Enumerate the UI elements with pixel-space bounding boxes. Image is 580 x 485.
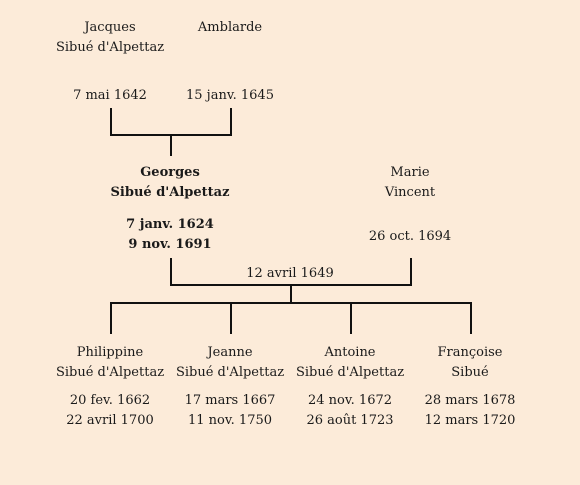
child-birth: 17 mars 1667 bbox=[184, 393, 276, 408]
spouse-date: 26 oct. 1694 bbox=[368, 229, 452, 244]
child-birth: 24 nov. 1672 bbox=[307, 393, 393, 408]
spouse: Marie Vincent 26 oct. 1694 bbox=[340, 163, 480, 247]
main-person: Georges Sibué d'Alpettaz 7 janv. 1624 9 … bbox=[100, 163, 240, 255]
child-death: 11 nov. 1750 bbox=[187, 413, 273, 428]
child-4: Françoise Sibué 28 mars 1678 12 mars 172… bbox=[400, 343, 540, 431]
spouse-name-line1: Marie bbox=[390, 165, 430, 180]
main-person-name-line2: Sibué d'Alpettaz bbox=[110, 185, 230, 200]
child-death: 26 août 1723 bbox=[306, 413, 394, 428]
child-death: 12 mars 1720 bbox=[424, 413, 516, 428]
grandparents-to-main-line bbox=[170, 134, 172, 156]
grandmother-drop-line bbox=[230, 108, 232, 136]
main-person-name-line1: Georges bbox=[140, 165, 200, 180]
grandmother-date: 15 janv. 1645 bbox=[186, 88, 274, 103]
grandfather-date: 7 mai 1642 bbox=[73, 88, 147, 103]
grandfather-name-line1: Jacques bbox=[84, 20, 136, 35]
main-person-birth: 7 janv. 1624 bbox=[126, 217, 214, 232]
child-name-line2: Sibué d'Alpettaz bbox=[295, 365, 405, 380]
child-1-drop-line bbox=[110, 302, 112, 334]
child-2-drop-line bbox=[230, 302, 232, 334]
child-name-line2: Sibué d'Alpettaz bbox=[55, 365, 165, 380]
child-name-line1: Françoise bbox=[437, 345, 503, 360]
grandfather: Jacques Sibué d'Alpettaz 7 mai 1642 bbox=[40, 18, 180, 106]
spouse-drop-line bbox=[410, 258, 412, 286]
child-birth: 28 mars 1678 bbox=[424, 393, 516, 408]
child-2: Jeanne Sibué d'Alpettaz 17 mars 1667 11 … bbox=[160, 343, 300, 431]
grandmother-name-line2 bbox=[160, 38, 300, 58]
child-name-line2: Sibué bbox=[451, 365, 489, 380]
child-4-drop-line bbox=[470, 302, 472, 334]
marriage-date: 12 avril 1649 bbox=[246, 266, 334, 281]
child-name-line1: Antoine bbox=[324, 345, 376, 360]
grandfather-drop-line bbox=[110, 108, 112, 136]
main-person-death: 9 nov. 1691 bbox=[128, 237, 212, 252]
main-drop-line bbox=[170, 258, 172, 286]
child-name-line2: Sibué d'Alpettaz bbox=[175, 365, 285, 380]
child-1: Philippine Sibué d'Alpettaz 20 fev. 1662… bbox=[40, 343, 180, 431]
child-death: 22 avril 1700 bbox=[66, 413, 154, 428]
grandmother: Amblarde 15 janv. 1645 bbox=[160, 18, 300, 106]
child-birth: 20 fev. 1662 bbox=[69, 393, 151, 408]
children-bar bbox=[110, 302, 472, 304]
marriage-to-children-line bbox=[290, 284, 292, 304]
grandfather-name-line2: Sibué d'Alpettaz bbox=[55, 40, 165, 55]
child-3-drop-line bbox=[350, 302, 352, 334]
spouse-name-line2: Vincent bbox=[384, 185, 436, 200]
child-name-line1: Jeanne bbox=[207, 345, 253, 360]
grandmother-name-line1: Amblarde bbox=[197, 20, 263, 35]
child-name-line1: Philippine bbox=[76, 345, 144, 360]
child-3: Antoine Sibué d'Alpettaz 24 nov. 1672 26… bbox=[280, 343, 420, 431]
